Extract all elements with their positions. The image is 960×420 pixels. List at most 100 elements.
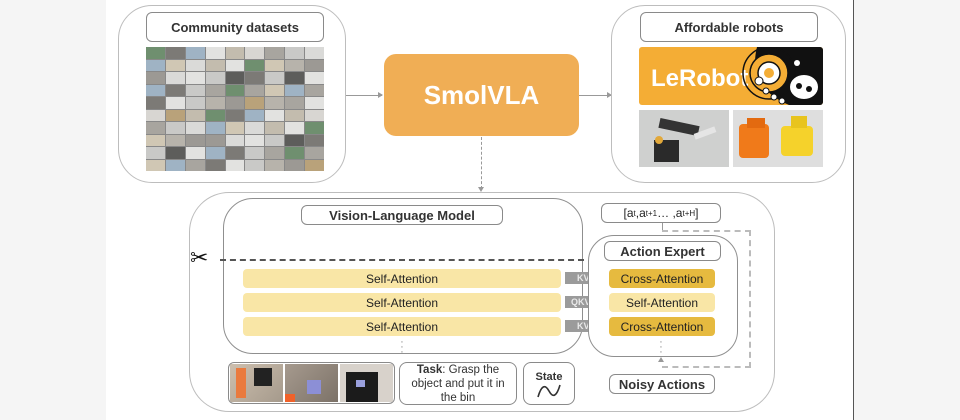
- dataset-thumbnail: [205, 47, 225, 59]
- dataset-thumbnail: [285, 122, 305, 134]
- smolvla-block: SmolVLA: [384, 54, 579, 136]
- dataset-thumbnail: [165, 72, 185, 84]
- dataset-thumbnail: [146, 59, 165, 71]
- dataset-thumbnail: [225, 122, 245, 134]
- state-label: State: [535, 370, 563, 383]
- dataset-thumbnail: [265, 122, 285, 134]
- dataset-thumbnail: [146, 72, 165, 84]
- dataset-thumbnail: [245, 59, 265, 71]
- denoising-loop-line: [662, 230, 751, 368]
- dataset-thumbnail: [225, 97, 245, 109]
- camera-image: [340, 364, 393, 402]
- dataset-thumbnail: [165, 97, 185, 109]
- arrow-smolvla-to-robots: [579, 95, 611, 96]
- dataset-thumbnail: [185, 72, 205, 84]
- more-layers-dots: ···: [400, 336, 404, 358]
- dataset-thumbnail: [185, 159, 205, 171]
- dataset-thumbnail: [205, 72, 225, 84]
- dataset-thumbnail: [146, 147, 165, 159]
- lerobot-logo: LeRobot: [639, 47, 823, 105]
- dataset-thumbnail: [165, 84, 185, 96]
- dataset-thumbnail: [245, 122, 265, 134]
- dataset-thumbnail: [305, 97, 324, 109]
- arrow-datasets-to-smolvla: [346, 95, 382, 96]
- dataset-thumbnail: [285, 109, 305, 121]
- camera-images-group: [228, 362, 395, 404]
- dataset-thumbnail: [225, 109, 245, 121]
- dataset-thumbnail: [305, 134, 324, 146]
- camera-image: [285, 364, 338, 402]
- dataset-thumbnail: [265, 134, 285, 146]
- dataset-thumbnail: [245, 97, 265, 109]
- vlm-self-attention-layer: Self-Attention: [243, 293, 561, 312]
- lerobot-mascot-icon: [742, 47, 823, 105]
- dataset-thumbnail: [185, 147, 205, 159]
- dataset-thumbnail: [265, 47, 285, 59]
- dataset-thumbnail: [146, 109, 165, 121]
- dataset-thumbnail: [165, 47, 185, 59]
- task-label: Task: [416, 363, 443, 376]
- dataset-thumbnail: [205, 97, 225, 109]
- community-datasets-title: Community datasets: [146, 12, 324, 42]
- dataset-thumbnail: [225, 147, 245, 159]
- dataset-thumbnail: [285, 47, 305, 59]
- task-instruction-box: Task: Grasp the object and put it in the…: [399, 362, 517, 405]
- dataset-thumbnail: [285, 97, 305, 109]
- robot-arm-photo-orange-yellow: [733, 110, 823, 167]
- dataset-thumbnail: [305, 47, 324, 59]
- dataset-thumbnail: [245, 134, 265, 146]
- dataset-thumbnail: [205, 134, 225, 146]
- more-expert-layers-dots: ···: [659, 336, 663, 358]
- noisy-actions-box: Noisy Actions: [609, 374, 715, 394]
- dataset-thumbnail: [205, 109, 225, 121]
- dataset-thumbnail: [205, 59, 225, 71]
- dataset-thumbnail: [205, 84, 225, 96]
- expert-cross-attention-layer: Cross-Attention: [609, 269, 715, 288]
- dataset-thumbnail: [305, 122, 324, 134]
- dataset-thumbnail: [165, 147, 185, 159]
- vlm-self-attention-layer: Self-Attention: [243, 317, 561, 336]
- arrow-head-icon: [378, 92, 383, 98]
- dataset-thumbnail: [305, 109, 324, 121]
- sine-wave-icon: [537, 384, 561, 397]
- arrow-head-icon: [658, 357, 664, 362]
- dataset-thumbnail: [305, 159, 324, 171]
- dataset-thumbnail: [185, 122, 205, 134]
- dataset-thumbnail: [265, 159, 285, 171]
- arrow-head-icon: [607, 92, 612, 98]
- dataset-thumbnail: [185, 134, 205, 146]
- dataset-thumbnail: [165, 122, 185, 134]
- dataset-thumbnail: [265, 109, 285, 121]
- dataset-thumbnail: [225, 159, 245, 171]
- dataset-thumbnail: [225, 134, 245, 146]
- dataset-thumbnail: [285, 84, 305, 96]
- dataset-thumbnail: [245, 147, 265, 159]
- dataset-thumbnail: [185, 97, 205, 109]
- dataset-thumbnail: [265, 147, 285, 159]
- scissors-icon: ✂: [190, 245, 209, 270]
- arrow-head-icon: [478, 187, 484, 192]
- dataset-thumbnail: [205, 147, 225, 159]
- dataset-thumbnail: [305, 147, 324, 159]
- dataset-thumbnail: [146, 84, 165, 96]
- dataset-thumbnail: [225, 84, 245, 96]
- action-expert-title: Action Expert: [604, 241, 721, 261]
- affordable-robots-label: Affordable robots: [674, 19, 784, 35]
- dataset-thumbnail: [146, 47, 165, 59]
- dataset-thumbnail: [245, 109, 265, 121]
- dataset-thumbnail: [225, 72, 245, 84]
- smolvla-label: SmolVLA: [423, 79, 540, 110]
- dataset-thumbnail: [185, 109, 205, 121]
- dataset-thumbnail: [265, 84, 285, 96]
- output-connector-line: [662, 223, 663, 231]
- task-text: : Grasp the object and put it in the bin: [411, 363, 505, 404]
- arrow-smolvla-to-architecture: [481, 137, 482, 189]
- expert-cross-attention-layer: Cross-Attention: [609, 317, 715, 336]
- dataset-thumbnail: [305, 84, 324, 96]
- dataset-thumbnail: [285, 147, 305, 159]
- dataset-thumbnail: [185, 59, 205, 71]
- dataset-thumbnail: [245, 159, 265, 171]
- dataset-thumbnail: [245, 84, 265, 96]
- dataset-thumbnail: [146, 159, 165, 171]
- layer-cut-line: [220, 259, 584, 261]
